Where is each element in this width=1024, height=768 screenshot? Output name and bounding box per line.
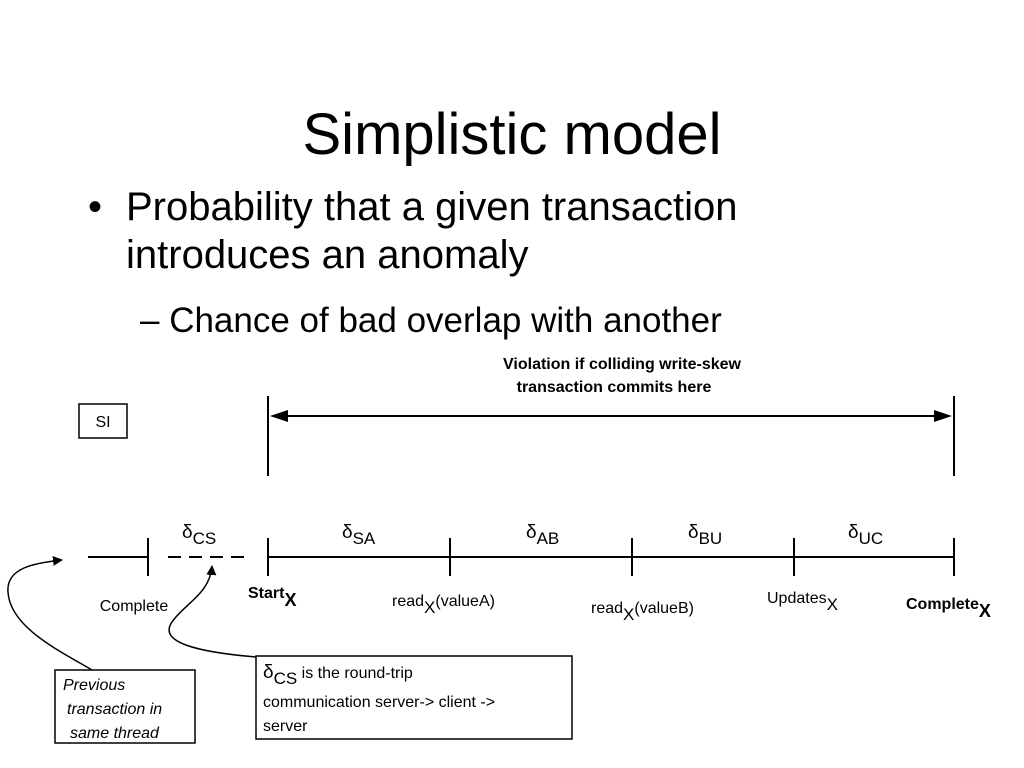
delta-cs-note-line3: server (263, 718, 308, 735)
label-start-x: StartX (248, 585, 296, 610)
delta-ab-label: δAB (526, 522, 559, 548)
delta-sa-label: δSA (342, 522, 376, 548)
violation-arrowhead-left (270, 410, 288, 422)
si-box (78, 403, 128, 439)
delta-cs-note-line1: δCS is the round-trip (263, 662, 413, 688)
violation-caption-line2: transaction commits here (517, 379, 712, 396)
violation-caption-line1: Violation if colliding write-skew (503, 356, 742, 373)
prev-transaction-arrow (7, 555, 93, 671)
prev-transaction-line3: same thread (70, 725, 160, 742)
label-read-a: readX(valueA) (392, 593, 495, 617)
sub-bullet: – Chance of bad overlap with another (140, 301, 722, 340)
delta-cs-note-arrow (168, 565, 257, 658)
prev-transaction-line1: Previous (63, 677, 125, 694)
label-complete-prev: Complete (100, 598, 169, 615)
delta-cs-note-line2: communication server-> client -> (263, 694, 495, 711)
bullet-1-text: Probability that a given transaction int… (126, 185, 738, 277)
bullet-marker: • (88, 185, 103, 229)
delta-cs-note-box (255, 655, 573, 740)
delta-bu-label: δBU (688, 522, 722, 548)
label-complete-x: CompleteX (906, 596, 991, 621)
label-updates-x: UpdatesX (767, 590, 838, 614)
prev-transaction-box (54, 669, 196, 744)
violation-arrowhead-right (934, 410, 952, 422)
delta-cs-label: δCS (182, 522, 216, 548)
label-read-b: readX(valueB) (591, 600, 694, 624)
slide-title: Simplistic model (302, 102, 722, 167)
prev-transaction-line2: transaction in (67, 701, 162, 718)
si-label: SI (95, 414, 110, 431)
delta-uc-label: δUC (848, 522, 883, 548)
